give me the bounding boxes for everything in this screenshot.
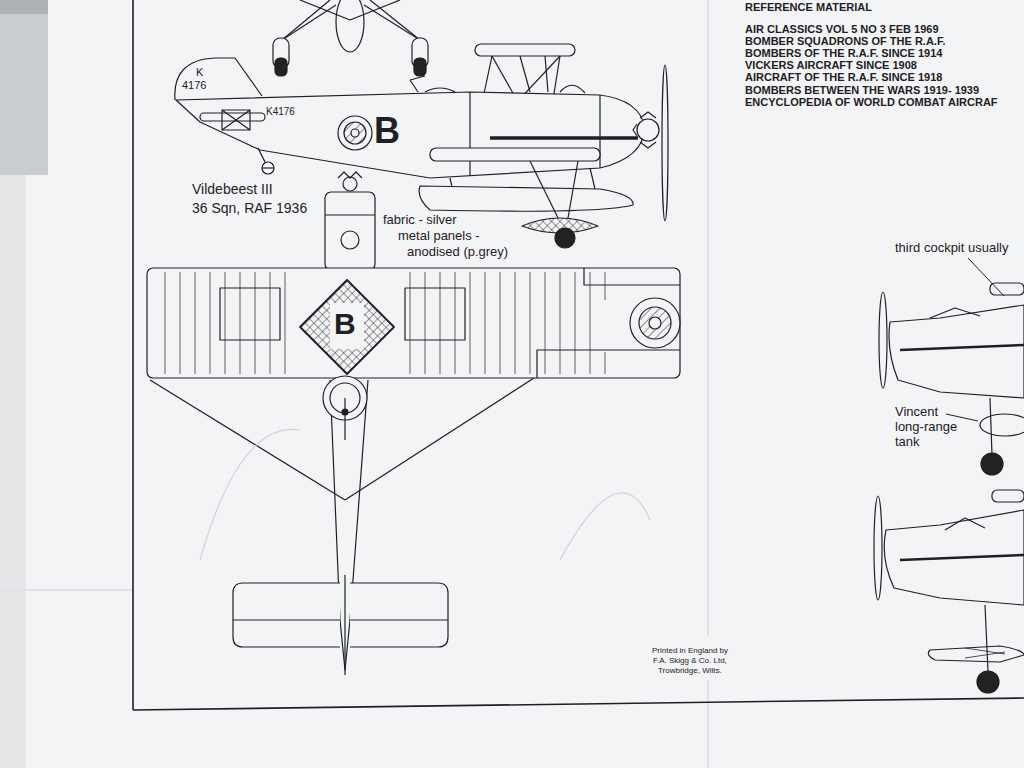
callout-note: Vincent long-range tank <box>895 405 967 450</box>
reference-entry: BOMBERS BETWEEN THE WARS 1919- 1939 <box>745 84 979 97</box>
serial-marking: 4176 <box>182 79 206 92</box>
callout-note: third cockpit usually <box>895 241 1008 256</box>
printer-imprint: F.A. Skigg & Co. Ltd, <box>653 656 727 665</box>
serial-marking: K <box>196 66 203 79</box>
reference-entry: VICKERS AIRCRAFT SINCE 1908 <box>745 59 917 72</box>
serial-marking: K4176 <box>266 106 295 118</box>
reference-entry: ENCYCLOPEDIA OF WORLD COMBAT AIRCRAF <box>745 96 998 109</box>
colour-note: fabric - silver <box>383 213 457 228</box>
code-letter: B <box>334 309 356 339</box>
printer-imprint: Trowbridge, Wilts. <box>658 666 722 675</box>
colour-note: anodised (p.grey) <box>407 245 508 260</box>
aircraft-caption: 36 Sqn, RAF 1936 <box>192 200 307 216</box>
reference-heading: REFERENCE MATERIAL <box>745 1 872 14</box>
reference-entry: AIRCRAFT OF THE R.A.F. SINCE 1918 <box>745 71 942 84</box>
code-letter: B <box>374 113 400 149</box>
reference-entry: AIR CLASSICS VOL 5 NO 3 FEB 1969 <box>745 23 939 36</box>
colour-note: metal panels - <box>398 229 480 244</box>
reference-entry: BOMBER SQUADRONS OF THE R.A.F. <box>745 35 945 48</box>
aircraft-caption: Vildebeest III <box>192 181 273 197</box>
reference-entry: BOMBERS OF THE R.A.F. SINCE 1914 <box>745 47 942 60</box>
printer-imprint: Printed in England by <box>652 646 728 655</box>
